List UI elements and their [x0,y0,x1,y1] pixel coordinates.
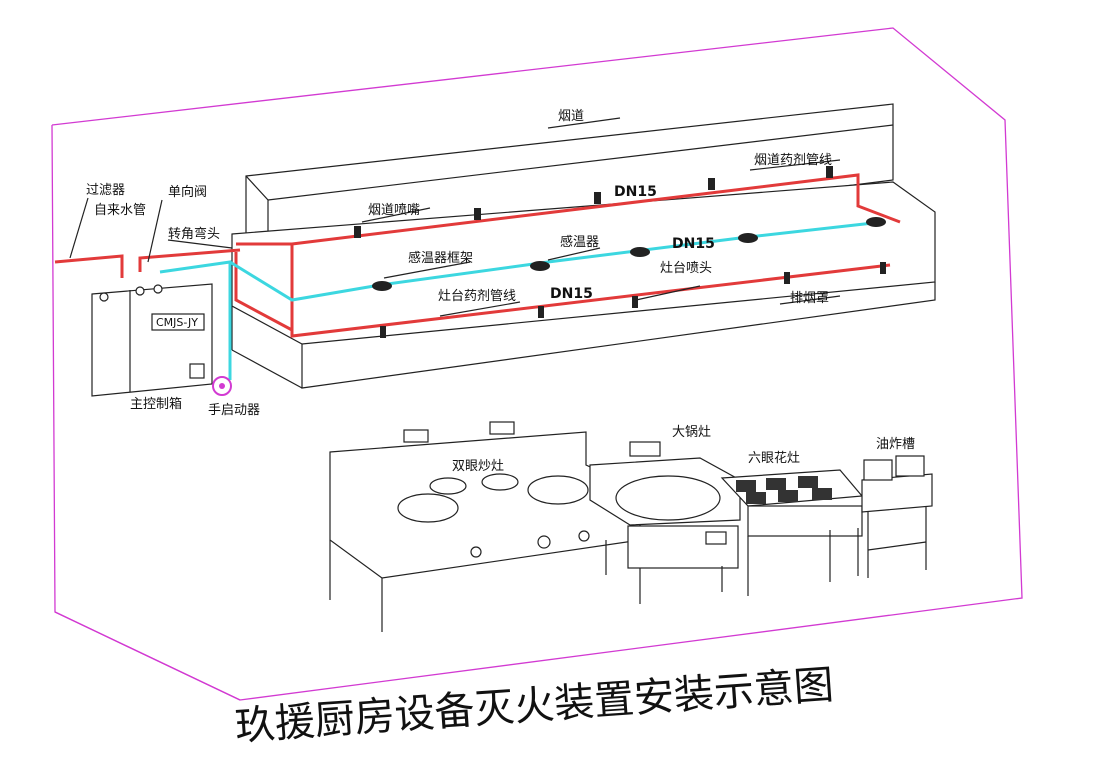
label-sensor-frame: 感温器框架 [408,250,473,266]
diagram-title: 玖援厨房设备灭火装置安装示意图 [233,662,835,750]
label-flue-nozzle: 烟道喷嘴 [368,203,420,218]
label-tap-water: 自来水管 [94,203,146,218]
exhaust-hood [231,181,936,389]
six-burner-stove [720,469,864,596]
manual-starter [212,376,232,396]
label-filter: 过滤器 [86,183,125,198]
leader-lines [69,117,841,317]
label-fryer: 油炸槽 [876,437,915,452]
label-elbow: 转角弯头 [168,226,220,242]
label-six-burner: 六眼花灶 [748,450,800,466]
double-wok-stove [329,421,641,632]
sensors [372,217,886,291]
flue-nozzles [354,166,833,238]
label-stove-pipe: 灶台药剂管线 [438,289,516,304]
fryer [861,455,933,578]
label-stove-nozzle: 灶台喷头 [660,261,712,276]
label-hood: 排烟罩 [790,291,829,306]
agent-pipes [54,173,901,338]
label-manual-starter: 手启动器 [208,403,260,418]
room-outline [51,27,1023,701]
label-double-wok: 双眼炒灶 [452,459,504,474]
label-dn15-mid: DN15 [672,236,715,252]
label-sensor: 感温器 [560,234,599,250]
label-big-wok: 大锅灶 [672,424,711,440]
label-box-model: CMJS-JY [156,316,198,329]
label-flue-pipe: 烟道药剂管线 [754,153,832,168]
big-wok-stove [589,441,741,604]
label-dn15-low: DN15 [550,286,593,302]
stove-nozzles [380,262,886,338]
main-control-box [91,283,213,397]
label-check-valve: 单向阀 [168,184,207,200]
sensor-lines [159,220,883,380]
label-control-box: 主控制箱 [130,396,182,412]
label-flue: 烟道 [558,109,584,124]
label-dn15-top: DN15 [614,184,657,200]
